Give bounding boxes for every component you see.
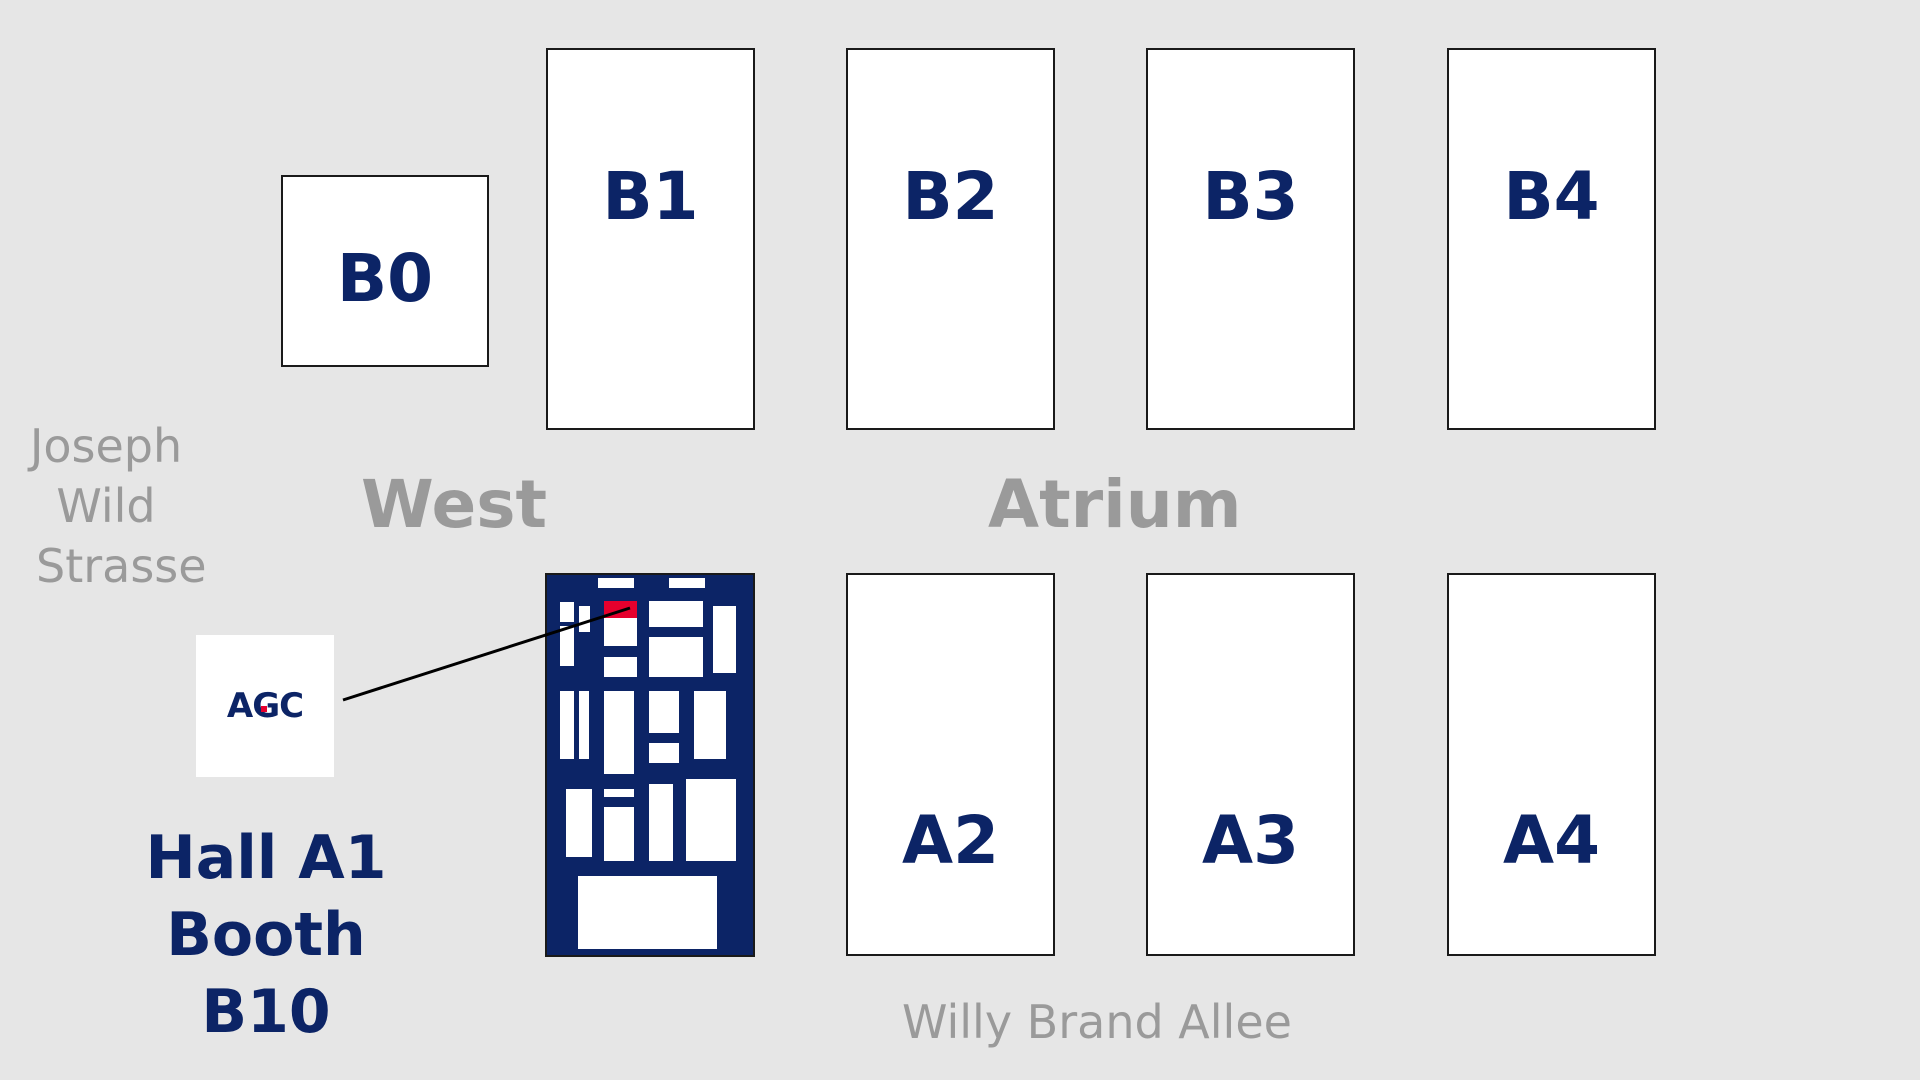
- booth-block: [669, 578, 705, 588]
- booth-block: [713, 606, 736, 673]
- street-label-willy-brand-allee: Willy Brand Allee: [902, 995, 1292, 1049]
- hall-a3[interactable]: A3: [1146, 573, 1355, 956]
- area-label-west: West: [361, 466, 548, 543]
- exhibitor-location: Hall A1 Booth B10: [96, 820, 436, 1051]
- booth-block: [649, 601, 703, 627]
- agc-logo-box[interactable]: AGC: [196, 635, 334, 777]
- booth-block: [560, 691, 574, 759]
- booth-block: [694, 691, 726, 759]
- hall-b3-label: B3: [1202, 157, 1299, 235]
- street-label-joseph-line1: Joseph: [29, 419, 183, 473]
- hall-b0-label: B0: [336, 239, 434, 317]
- hall-b3[interactable]: B3: [1146, 48, 1355, 430]
- booth-block: [649, 691, 679, 733]
- booth-block: [649, 784, 673, 861]
- booth-block: [566, 789, 592, 857]
- hall-a2[interactable]: A2: [846, 573, 1055, 956]
- booth-block: [686, 779, 736, 861]
- booth-number-text: Booth B10: [166, 900, 366, 1047]
- hall-b1[interactable]: B1: [546, 48, 755, 430]
- hall-a4[interactable]: A4: [1447, 573, 1656, 956]
- agc-logo-red-mark: [261, 706, 267, 712]
- hall-b2[interactable]: B2: [846, 48, 1055, 430]
- street-label-joseph-line2: Wild: [56, 479, 156, 533]
- booth-block: [649, 743, 679, 763]
- hall-b1-label: B1: [602, 157, 699, 235]
- hall-number-text: Hall A1: [145, 823, 387, 893]
- booth-block: [579, 691, 589, 759]
- booth-block: [578, 876, 717, 949]
- booth-block: [604, 691, 634, 774]
- booth-block: [604, 789, 634, 797]
- hall-b0[interactable]: B0: [281, 175, 489, 367]
- booth-b10-highlight[interactable]: [604, 601, 637, 618]
- hall-a4-label: A4: [1502, 802, 1600, 879]
- hall-a3-label: A3: [1201, 802, 1299, 879]
- hall-b4[interactable]: B4: [1447, 48, 1656, 430]
- booth-block: [604, 617, 637, 646]
- area-label-atrium: Atrium: [988, 466, 1242, 543]
- booth-block: [560, 626, 574, 666]
- street-label-joseph-wild-strasse: Joseph Wild Strasse: [22, 416, 207, 596]
- street-label-joseph-line3: Strasse: [36, 539, 207, 593]
- booth-block: [604, 807, 634, 861]
- hall-a2-label: A2: [901, 802, 999, 879]
- booth-block: [604, 657, 637, 677]
- booth-block: [649, 637, 703, 677]
- hall-a1-floorplan[interactable]: [545, 573, 755, 957]
- booth-block: [579, 606, 590, 632]
- hall-b2-label: B2: [902, 157, 999, 235]
- booth-block: [598, 578, 634, 588]
- booth-block: [560, 602, 574, 622]
- hall-b4-label: B4: [1503, 157, 1600, 235]
